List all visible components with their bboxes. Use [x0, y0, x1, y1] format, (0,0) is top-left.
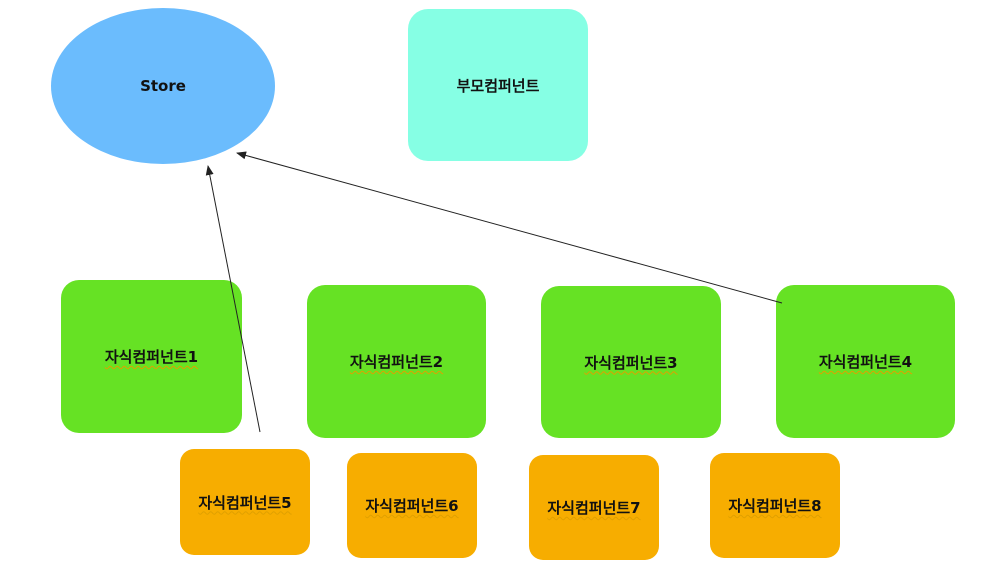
child-component-8-node[interactable]: 자식컴퍼넌트8 [710, 453, 840, 558]
arrow-child4-to-store [236, 151, 783, 304]
child-component-2-node[interactable]: 자식컴퍼넌트2 [307, 285, 486, 438]
child-component-4-node[interactable]: 자식컴퍼넌트4 [776, 285, 955, 438]
child-component-5-node[interactable]: 자식컴퍼넌트5 [180, 449, 310, 555]
child-component-3-node[interactable]: 자식컴퍼넌트3 [541, 286, 721, 438]
store-node[interactable]: Store [51, 8, 275, 164]
parent-component-label: 부모컴퍼넌트 [456, 76, 540, 95]
child-component-8-label: 자식컴퍼넌트8 [728, 497, 822, 515]
child-component-7-node[interactable]: 자식컴퍼넌트7 [529, 455, 659, 560]
child-component-6-label: 자식컴퍼넌트6 [365, 497, 459, 515]
child-component-4-label: 자식컴퍼넌트4 [818, 353, 913, 371]
store-label: Store [140, 77, 186, 95]
child-component-2-label: 자식컴퍼넌트2 [349, 353, 444, 371]
child-component-3-label: 자식컴퍼넌트3 [584, 353, 678, 372]
child-component-7-label: 자식컴퍼넌트7 [547, 499, 641, 517]
child-component-5-label: 자식컴퍼넌트5 [198, 493, 292, 512]
child-component-1-node[interactable]: 자식컴퍼넌트1 [61, 280, 242, 433]
parent-component-node[interactable]: 부모컴퍼넌트 [408, 9, 588, 161]
child-component-1-label: 자식컴퍼넌트1 [104, 348, 199, 366]
child-component-6-node[interactable]: 자식컴퍼넌트6 [347, 453, 477, 558]
